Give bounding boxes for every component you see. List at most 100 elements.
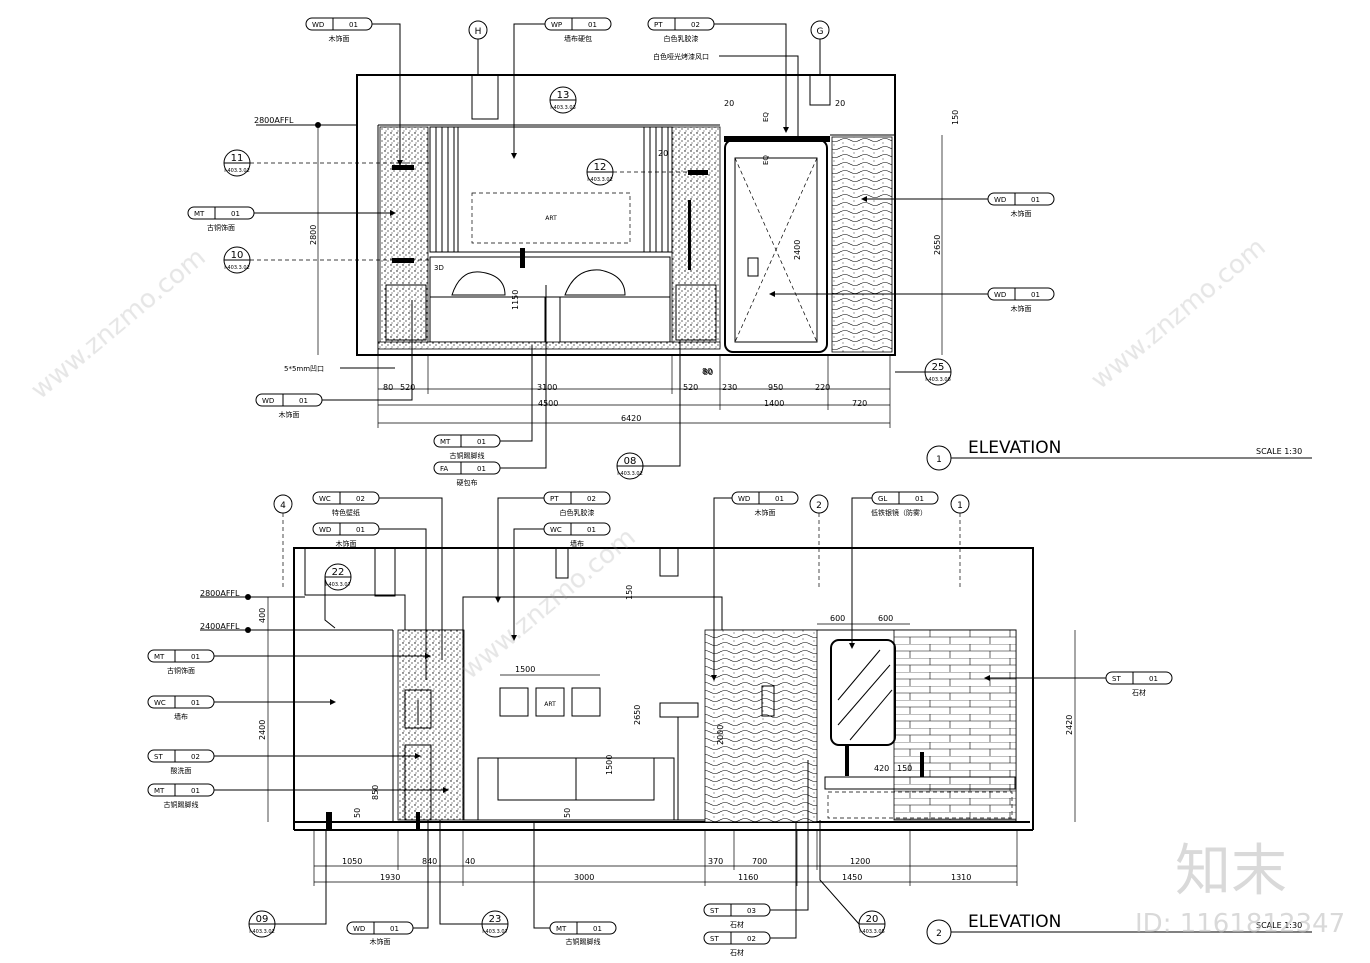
svg-text:3100: 3100 [537, 383, 557, 392]
headboard-panel [457, 126, 645, 253]
tag-wd-01-top: WD 01 木饰面 [305, 17, 403, 166]
svg-text:ST: ST [1112, 675, 1121, 683]
svg-text:20: 20 [658, 149, 668, 158]
svg-text:EQ: EQ [762, 155, 770, 165]
svg-text:01: 01 [356, 526, 365, 534]
tag-st-03: ST 03 石材 [703, 760, 809, 929]
svg-text:I-403.3.02: I-403.3.02 [224, 265, 250, 271]
svg-text:01: 01 [191, 699, 200, 707]
svg-text:MT: MT [154, 653, 165, 661]
svg-text:木饰面: 木饰面 [1011, 304, 1032, 313]
svg-text:2800: 2800 [309, 225, 318, 245]
svg-text:1450: 1450 [842, 873, 862, 882]
svg-text:2650: 2650 [633, 705, 642, 725]
svg-text:20: 20 [835, 99, 845, 108]
svg-text:2650: 2650 [933, 235, 942, 255]
tag-st-01-e2: ST 01 石材 [984, 671, 1173, 697]
tag-wd-01-e2-top: WD 01 木饰面 [312, 522, 427, 680]
svg-text:01: 01 [593, 925, 602, 933]
art-label-1: ART [545, 215, 557, 222]
svg-text:I-403.3.08: I-403.3.08 [925, 377, 951, 383]
tag-mt-01-e2-skirting-left: MT 01 古铜踢脚线 [147, 783, 449, 809]
elev1-title: 1 ELEVATION SCALE 1:30 [926, 438, 1312, 471]
svg-text:1400: 1400 [764, 399, 784, 408]
svg-text:01: 01 [231, 210, 240, 218]
svg-text:MT: MT [154, 787, 165, 795]
svg-text:I-403.3.07: I-403.3.07 [482, 929, 508, 935]
svg-text:01: 01 [1031, 291, 1040, 299]
level-2400-e2: 2400AFFL [200, 622, 393, 633]
svg-text:11: 11 [231, 153, 244, 164]
sconce-left-bottom [392, 258, 414, 263]
fluted-left [429, 126, 459, 253]
svg-text:木饰面: 木饰面 [370, 937, 391, 946]
bulkhead-h [471, 74, 499, 120]
svg-text:01: 01 [588, 21, 597, 29]
tag-mt-01-e2-skirting-bottom: MT 01 古铜踢脚线 [533, 822, 617, 946]
bulkhead-g [809, 74, 831, 106]
svg-text:ST: ST [154, 753, 163, 761]
callout-22: 22 I-403.3.07 [324, 563, 352, 629]
svg-text:石材: 石材 [730, 948, 744, 957]
svg-text:02: 02 [691, 21, 700, 29]
level-2800-e1: 2800AFFL [254, 116, 357, 128]
svg-text:I-403.3.02: I-403.3.02 [249, 929, 275, 935]
svg-text:01: 01 [191, 653, 200, 661]
callout-09: 09 I-403.3.02 [248, 830, 327, 938]
svg-text:1: 1 [936, 455, 942, 465]
svg-text:石材: 石材 [1132, 688, 1146, 697]
skirting-marker-2 [416, 812, 420, 830]
svg-text:370: 370 [708, 857, 723, 866]
svg-text:I-403.3.02: I-403.3.02 [224, 168, 250, 174]
floor-lamp [659, 702, 699, 820]
tag-wd-01-right-2: WD 01 木饰面 [769, 287, 1055, 313]
svg-text:80: 80 [702, 367, 712, 376]
svg-text:1500: 1500 [605, 755, 614, 775]
svg-text:840: 840 [422, 857, 437, 866]
svg-text:白色乳胶漆: 白色乳胶漆 [664, 34, 699, 43]
svg-text:木饰面: 木饰面 [329, 34, 350, 43]
svg-text:50: 50 [563, 808, 572, 818]
tag-wc-01-e2-top: WC 01 墙布 [511, 522, 611, 641]
svg-text:02: 02 [356, 495, 365, 503]
svg-text:01: 01 [191, 787, 200, 795]
grid-1: 1 [950, 494, 970, 590]
note-vent: 白色哑光烤漆风口 [653, 52, 709, 61]
tag-st-02-e2-bottom: ST 02 石材 [703, 822, 797, 957]
svg-text:01: 01 [477, 465, 486, 473]
svg-text:1150: 1150 [511, 290, 520, 310]
grid-4: 4 [273, 494, 293, 590]
tag-st-02-e2-left: ST 02 酸洗面 [147, 749, 421, 775]
svg-text:WD: WD [994, 196, 1006, 204]
elev1-scale: SCALE 1:30 [1256, 447, 1302, 456]
elev1-dimensions: 80 520 3100 520 80 230 950 220 4500 1400… [377, 355, 891, 428]
svg-text:1500: 1500 [515, 665, 535, 674]
tag-wc-01-e2-left: WC 01 墙布 [147, 695, 336, 721]
svg-text:01: 01 [390, 925, 399, 933]
callout-23: 23 I-403.3.07 [439, 820, 509, 938]
callout-20: 20 I-403.3.05 [819, 820, 886, 938]
nightstand-left [385, 284, 427, 341]
svg-text:20: 20 [866, 914, 879, 925]
svg-text:520: 520 [683, 383, 698, 392]
label-3d: 3D [434, 264, 444, 272]
svg-text:ST: ST [710, 935, 719, 943]
svg-text:850: 850 [371, 785, 380, 800]
svg-text:25: 25 [932, 362, 945, 373]
svg-text:GL: GL [878, 495, 887, 503]
callout-13: 13 I-403.3.03 [549, 86, 577, 114]
svg-text:1: 1 [957, 501, 963, 511]
svg-text:2420: 2420 [1065, 715, 1074, 735]
elevation-1: ART 3D [187, 17, 1312, 487]
callout-12: 12 I-403.3.02 [586, 158, 710, 186]
grid-g: G [810, 20, 830, 75]
svg-text:950: 950 [768, 383, 783, 392]
svg-text:01: 01 [587, 526, 596, 534]
svg-text:720: 720 [852, 399, 867, 408]
svg-text:I-403.3.05: I-403.3.05 [859, 929, 885, 935]
svg-text:WC: WC [550, 526, 562, 534]
svg-text:2800AFFL: 2800AFFL [254, 116, 294, 125]
svg-text:WD: WD [738, 495, 750, 503]
svg-text:古铜踢脚线: 古铜踢脚线 [566, 937, 601, 946]
